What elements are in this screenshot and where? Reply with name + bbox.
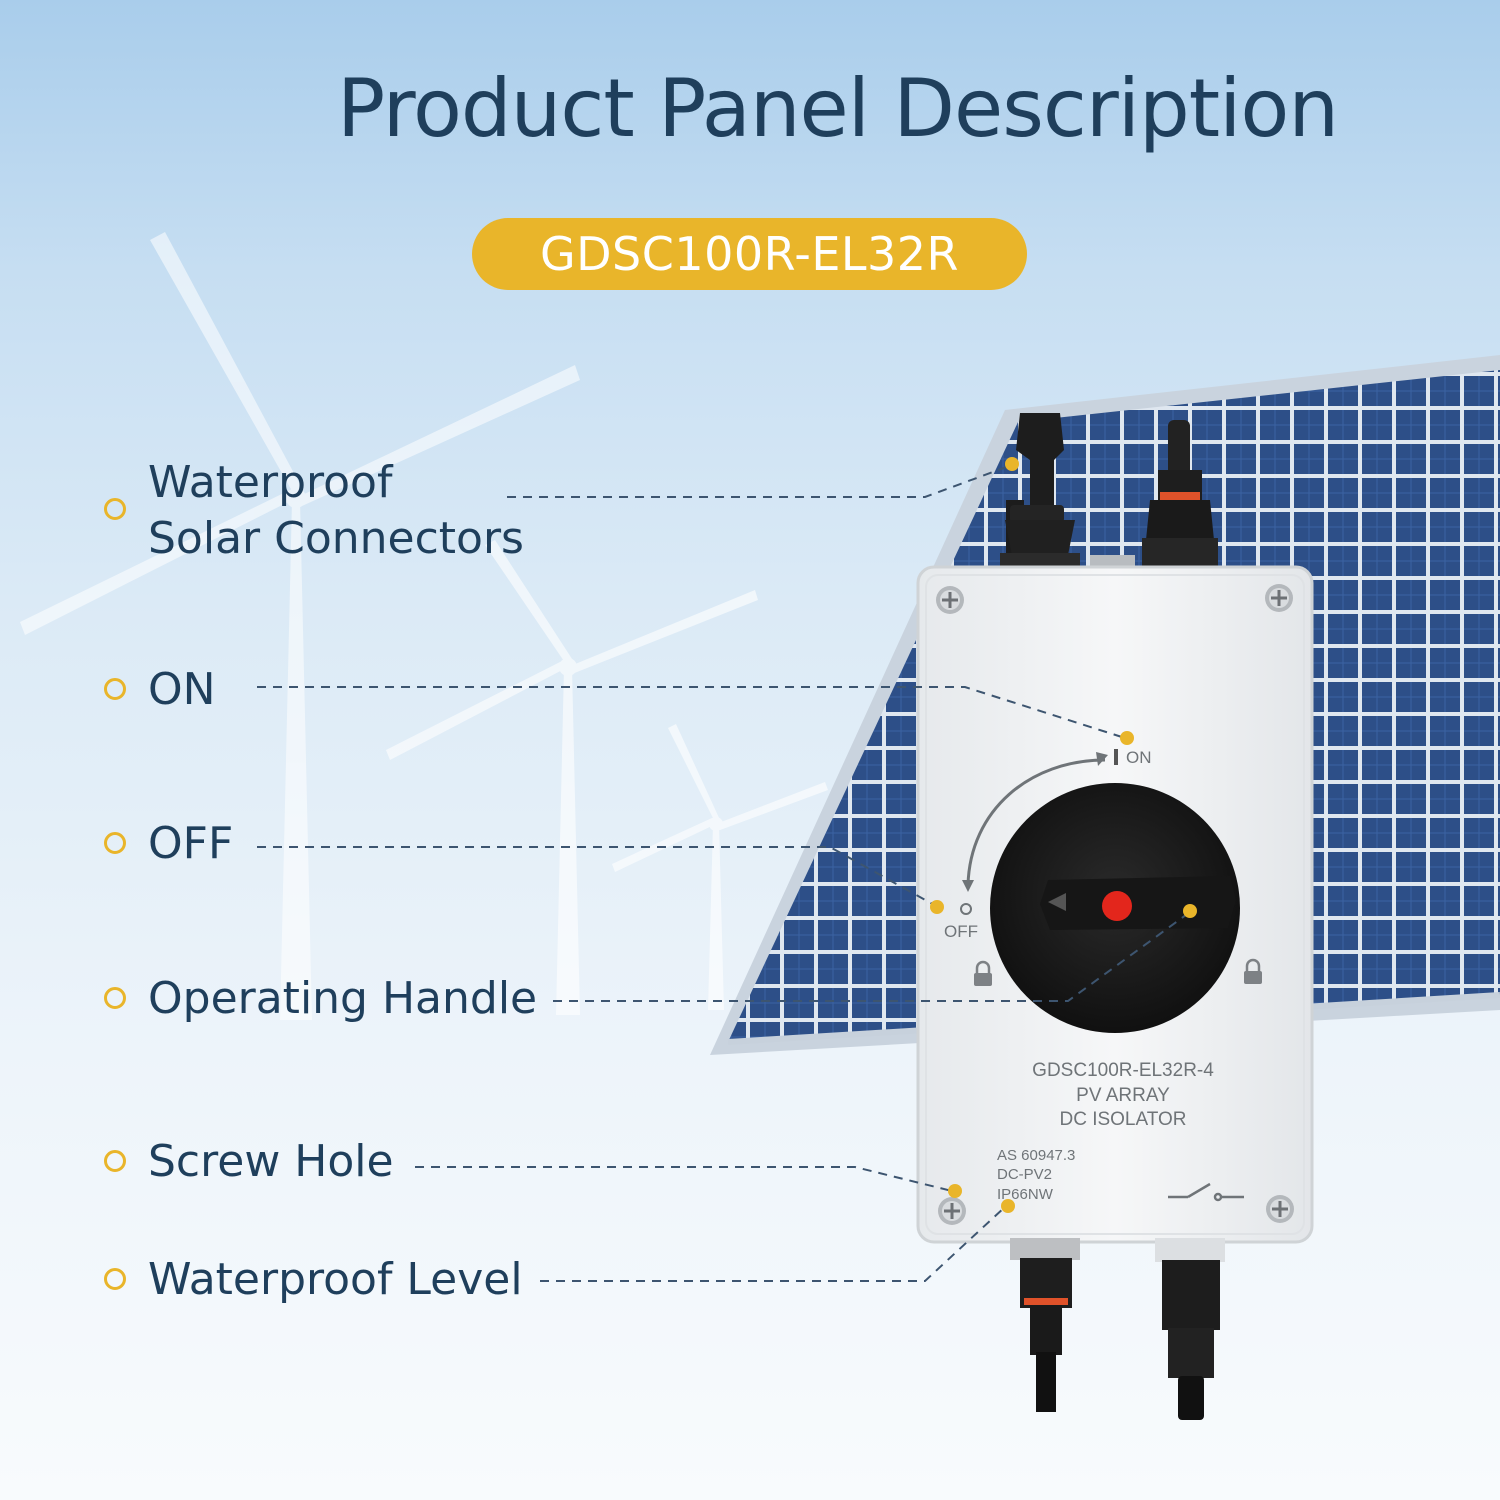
callout-connectors-line1: Waterproof — [148, 457, 393, 508]
bullet-circle-icon — [104, 832, 126, 854]
bottom-connectors — [1010, 1238, 1225, 1420]
bullet-circle-icon — [104, 987, 126, 1009]
bullet-circle-icon — [104, 498, 126, 520]
screw-icon — [938, 1197, 966, 1225]
padlock-icon — [1244, 958, 1262, 984]
switch-symbol-icon — [1168, 1182, 1244, 1202]
leader-lines — [257, 464, 1191, 1282]
screw-icon — [1266, 1195, 1294, 1223]
screw-icon — [936, 586, 964, 614]
screw-icon — [1265, 584, 1293, 612]
marker-dots — [930, 457, 1197, 1213]
bullet-circle-icon — [104, 1268, 126, 1290]
wind-turbine-large — [20, 232, 580, 1020]
page-title: Product Panel Description — [336, 62, 1339, 155]
wind-turbine-small — [612, 724, 828, 1010]
device-class: DC-PV2 — [997, 1166, 1053, 1183]
device-off-label: OFF — [944, 922, 978, 941]
bullet-circle-icon — [104, 1150, 126, 1172]
callout-connectors: Waterproof Solar Connectors — [148, 455, 524, 567]
bullet-circle-icon — [104, 678, 126, 700]
device-dc-isolator: DC ISOLATOR — [1059, 1109, 1187, 1130]
callout-screw-hole: Screw Hole — [148, 1136, 394, 1187]
callout-connectors-line2: Solar Connectors — [148, 513, 524, 564]
device-ip-rating: IP66NW — [997, 1186, 1053, 1203]
model-badge: GDSC100R-EL32R — [472, 218, 1027, 290]
device-model-label: GDSC100R-EL32R-4 — [1032, 1060, 1214, 1081]
device-on-label: ON — [1126, 748, 1152, 767]
callout-on: ON — [148, 664, 216, 715]
device-standard: AS 60947.3 — [997, 1147, 1076, 1164]
wind-turbine-medium — [386, 540, 758, 1015]
callout-off: OFF — [148, 818, 234, 869]
padlock-icon — [974, 960, 992, 986]
device-pv-array: PV ARRAY — [1076, 1085, 1170, 1106]
callout-operating-handle: Operating Handle — [148, 973, 538, 1024]
callout-waterproof-level: Waterproof Level — [148, 1254, 523, 1305]
isolator-box — [916, 565, 1314, 1244]
